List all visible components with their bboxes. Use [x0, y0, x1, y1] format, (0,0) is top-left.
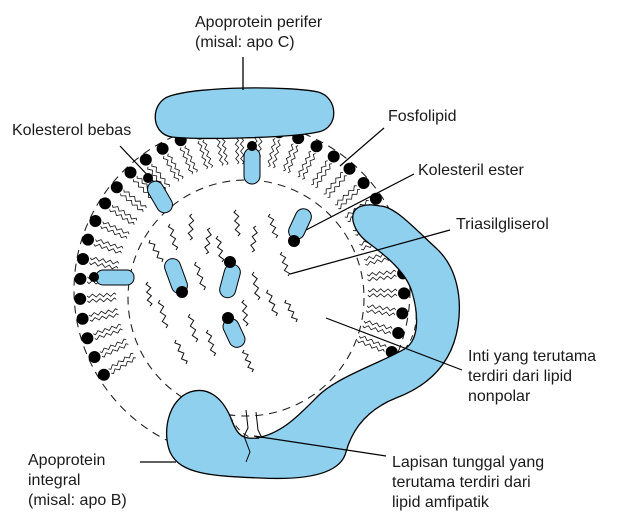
core-lipid-chain [280, 252, 289, 276]
phospholipid-head [140, 154, 152, 166]
label-triasilgliserol: Triasilgliserol [456, 215, 549, 234]
phospholipid-tail [87, 293, 116, 298]
core-lipid-chain [206, 330, 215, 356]
free-cholesterol-shell-1 [143, 173, 175, 216]
core-lipid-chain [234, 210, 240, 236]
free-cholesterol-shell-2 [244, 141, 260, 184]
label-inti-3: nonpolar [468, 387, 530, 406]
phospholipid-tail [363, 326, 391, 334]
label-lapisan-2: terutama terdiri dari [392, 473, 531, 492]
phospholipid-tail [364, 321, 392, 329]
phospholipid-tail [89, 309, 118, 317]
label-inti-1: Inti yang terutama [468, 347, 596, 366]
core-lipid-chain [243, 350, 254, 372]
phospholipid-head [77, 253, 89, 265]
phospholipid-head [157, 143, 169, 155]
phospholipid-head [82, 234, 94, 246]
phospholipid-head [125, 167, 137, 179]
free-cholesterol-shell-3 [89, 270, 134, 285]
phospholipid-tail [368, 289, 397, 293]
phospholipid-head [396, 307, 408, 319]
label-apo-integral-3: (misal: apo B) [28, 491, 127, 510]
phospholipid-tail [335, 186, 357, 205]
label-apo-integral-2: integral [28, 471, 80, 490]
phospholipid-head [81, 332, 93, 344]
phospholipid-head [74, 273, 86, 285]
phospholipid-head [74, 293, 86, 305]
label-inti-2: terdiri dari lipid [468, 367, 572, 386]
phospholipid-tail [240, 135, 244, 164]
core-lipid-chain [188, 314, 197, 342]
label-apo-perifer-1: Apoprotein perifer [195, 13, 322, 32]
phospholipid-tail [90, 257, 119, 264]
phospholipid-head [89, 351, 101, 363]
label-apo-perifer-2: (misal: apo C) [195, 33, 295, 52]
phospholipid-tail [102, 344, 128, 357]
label-apo-integral-1: Apoprotein [28, 451, 105, 470]
phospholipid-head [99, 197, 111, 209]
label-kolesteril-ester: Kolesteril ester [418, 161, 524, 180]
phospholipid-head [392, 327, 404, 339]
cholesteryl-ester-2 [218, 256, 242, 299]
core-lipid-chain [158, 300, 167, 328]
phospholipid-head [370, 193, 382, 205]
cholesteryl-ester-1 [162, 256, 189, 298]
phospholipid-head [98, 369, 110, 381]
phospholipid-tail [273, 140, 280, 168]
phospholipid-tail [268, 139, 275, 167]
core-lipid-chain [242, 300, 248, 326]
phospholipid-tail [338, 190, 360, 209]
core-lipid-chain [146, 282, 152, 306]
apo-integral-shape [167, 205, 460, 479]
core-lipid-chain [285, 300, 297, 322]
phospholipid-tail [368, 275, 397, 281]
core-boundary-dashed [128, 180, 364, 416]
core-lipid-chain [205, 228, 211, 254]
label-kolesterol-bebas: Kolesterol bebas [12, 121, 131, 140]
label-lapisan-3: lipid amfipatik [392, 493, 489, 512]
phospholipid-head [358, 177, 370, 189]
core-lipid-chain [216, 236, 224, 262]
phospholipid-head [77, 313, 89, 325]
phospholipid-tail [217, 137, 224, 166]
label-fosfolipid: Fosfolipid [388, 107, 456, 126]
phospholipid-tail [221, 136, 228, 165]
phospholipid-head [89, 215, 101, 227]
phospholipid-head [111, 181, 123, 193]
apo-perifer-shape [155, 88, 334, 138]
core-lipid-chain [149, 240, 163, 262]
core-lipid-chain [168, 224, 177, 250]
core-lipid-chain [175, 340, 187, 364]
phospholipid-tail [311, 161, 327, 185]
phospholipid-head [328, 151, 340, 163]
phospholipid-head [398, 287, 410, 299]
cholesteryl-ester-3 [220, 312, 247, 350]
core-lipid-chain [252, 272, 260, 300]
phospholipid-tail [87, 298, 116, 303]
phospholipid-tail [368, 294, 397, 298]
phospholipid-tail [100, 339, 126, 352]
core-lipid-chain [195, 262, 206, 290]
cholesteryl-ester-4 [286, 206, 314, 247]
phospholipid-tail [235, 135, 239, 164]
phospholipid-head [311, 140, 323, 152]
phospholipid-tail [180, 148, 193, 175]
phospholipid-tail [328, 176, 347, 198]
core-lipid-chain [268, 214, 277, 238]
phospholipid-tail [90, 314, 119, 322]
phospholipid-tail [367, 270, 396, 276]
core-lipid-chain [267, 290, 278, 316]
core-lipid-chain [188, 214, 193, 240]
phospholipid-tail [315, 164, 331, 188]
pointer-fosfolipid [340, 128, 384, 166]
label-lapisan-1: Lapisan tunggal yang [392, 453, 544, 472]
phospholipid-tail [324, 172, 343, 194]
core-lipid-chain [251, 226, 257, 252]
phospholipid-head [344, 163, 356, 175]
